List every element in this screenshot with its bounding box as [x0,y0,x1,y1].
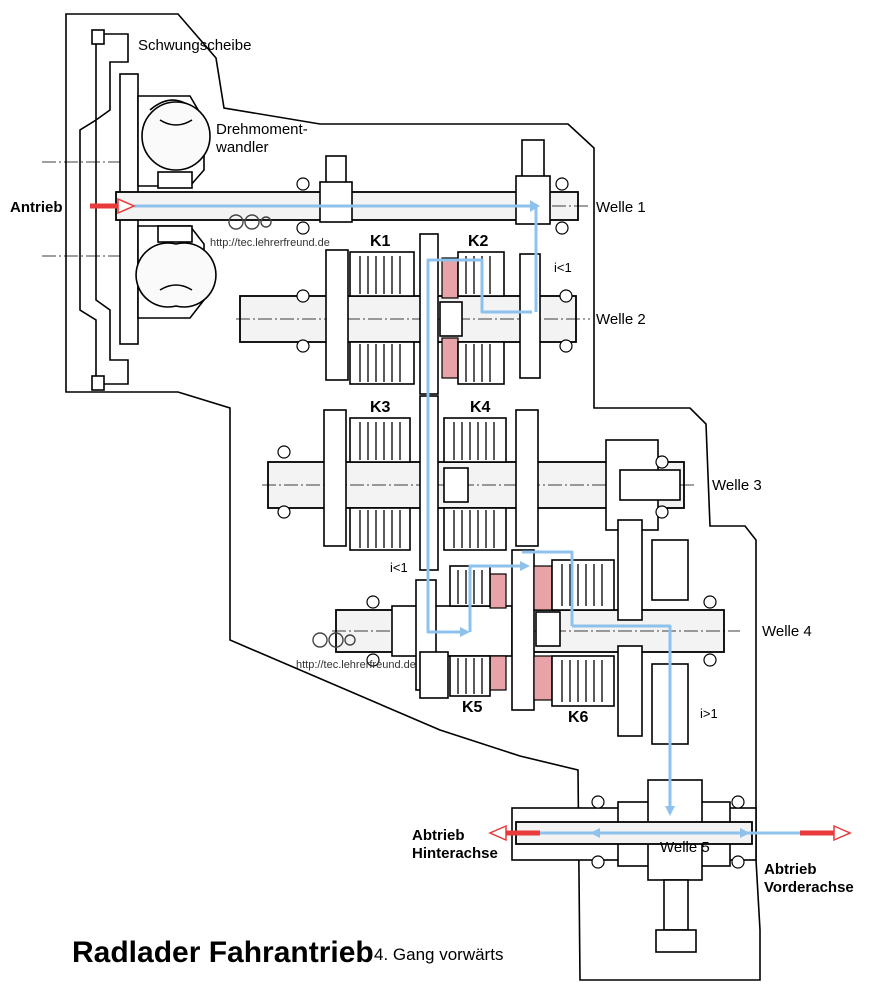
label-antrieb: Antrieb [10,199,63,216]
label-drehmoment: Drehmoment- [216,121,308,138]
label-welle-3: Welle 3 [712,477,762,494]
label-k5: K5 [462,699,483,716]
label-abtrieb-rear-2: Hinterachse [412,845,498,862]
watermark-logo-bottom [312,632,356,648]
output-arrow-rear [488,824,540,842]
housing-outline [65,13,761,981]
page-title: Radlader Fahrantrieb [72,936,374,969]
label-ratio-mid: i<1 [390,560,408,575]
label-welle-5: Welle 5 [660,839,710,856]
power-flow-path [134,200,850,838]
label-ratio-top: i<1 [554,260,572,275]
label-abtrieb-front-1: Abtrieb [764,861,817,878]
label-welle-4: Welle 4 [762,623,812,640]
watermark-logo-top [228,214,272,230]
watermark-url-bottom: http://tec.lehrerfreund.de [296,659,416,671]
shaft-3 [262,395,696,571]
label-abtrieb-rear-1: Abtrieb [412,827,465,844]
flywheel-converter [42,29,217,391]
output-arrow-front [800,824,852,842]
shaft-4 [332,519,740,745]
label-k3: K3 [370,399,391,416]
input-arrow [90,197,136,215]
label-k4: K4 [470,399,491,416]
label-wandler: wandler [215,139,269,156]
label-welle-2: Welle 2 [596,311,646,328]
watermark-url-top: http://tec.lehrerfreund.de [210,237,330,249]
label-ratio-bottom: i>1 [700,706,718,721]
label-k1: K1 [370,233,391,250]
label-k2: K2 [468,233,489,250]
label-abtrieb-front-2: Vorderachse [764,879,854,896]
shaft-2 [236,233,590,395]
label-k6: K6 [568,709,589,726]
label-schwungscheibe: Schwungscheibe [138,37,251,54]
page-subtitle: 4. Gang vorwärts [374,945,503,964]
label-welle-1: Welle 1 [596,199,646,216]
